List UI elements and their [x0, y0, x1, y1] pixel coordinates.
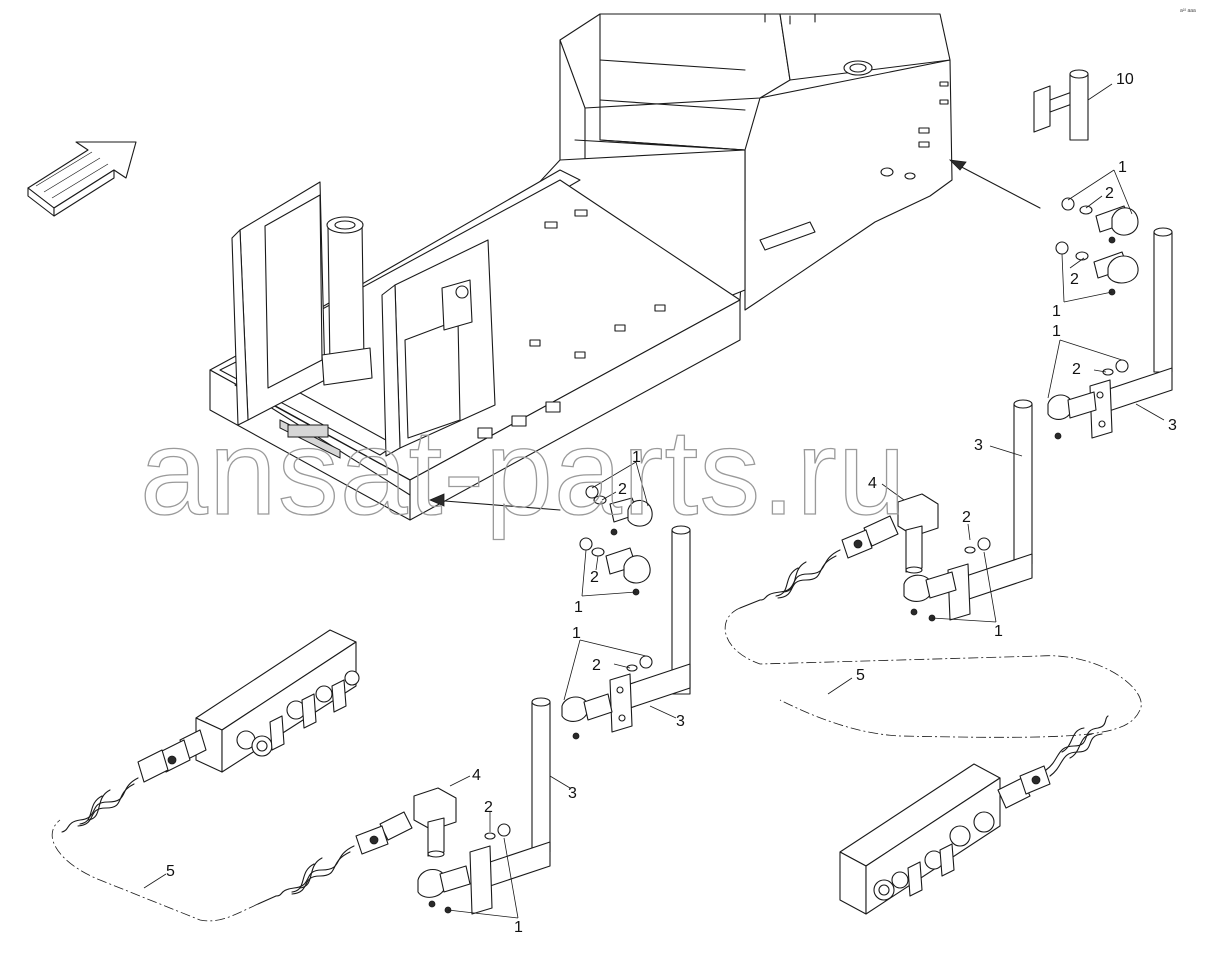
center-bracket-assembly: 1 2 3	[561, 625, 691, 740]
callout-10: 10	[1116, 71, 1134, 88]
direction-arrow-icon	[27, 141, 137, 217]
callout-1-a: 1	[1118, 159, 1127, 176]
callout-2-f: 2	[590, 569, 599, 586]
callout-2-c: 2	[1072, 361, 1081, 378]
callout-1-f: 1	[574, 599, 583, 616]
callout-1-b: 1	[1052, 303, 1061, 320]
callout-5-b: 5	[166, 863, 175, 880]
center-clamp-assembly: 1 2 2 1	[574, 449, 691, 695]
right-middle-bracket-assembly: 1 2 3	[1047, 227, 1177, 440]
machine-frame	[209, 13, 1041, 521]
callout-3-c: 3	[676, 713, 685, 730]
callout-3-b: 3	[974, 437, 983, 454]
right-lower-bracket-assembly: 4 3 2 1 5	[724, 399, 1142, 738]
callout-1-c: 1	[1052, 323, 1061, 340]
callout-2-e: 2	[618, 481, 627, 498]
callout-1-e: 1	[632, 449, 641, 466]
callout-3-d: 3	[568, 785, 577, 802]
callout-2-g: 2	[592, 657, 601, 674]
callout-4-b: 4	[472, 767, 481, 784]
callout-2-d: 2	[962, 509, 971, 526]
watermark-text: ansat-parts.ru	[140, 404, 907, 540]
left-bottom-bracket-assembly: 3 4 2 1 5	[51, 697, 577, 936]
sheet-code: a²² aaa	[1180, 8, 1196, 14]
left-control-box	[61, 629, 360, 833]
callout-2-h: 2	[484, 799, 493, 816]
callout-1-h: 1	[514, 919, 523, 936]
callout-1-d: 1	[994, 623, 1003, 640]
part-10-tube-bracket: 10	[1033, 69, 1134, 141]
callout-1-g: 1	[572, 625, 581, 642]
right-control-box	[839, 715, 1109, 915]
callout-5-a: 5	[856, 667, 865, 684]
callout-2-b: 2	[1070, 271, 1079, 288]
right-upper-clamp-assembly: 1 2 2 1	[1052, 159, 1139, 320]
callout-4-a: 4	[868, 475, 877, 492]
callout-3-a: 3	[1168, 417, 1177, 434]
callout-2-a: 2	[1105, 185, 1114, 202]
